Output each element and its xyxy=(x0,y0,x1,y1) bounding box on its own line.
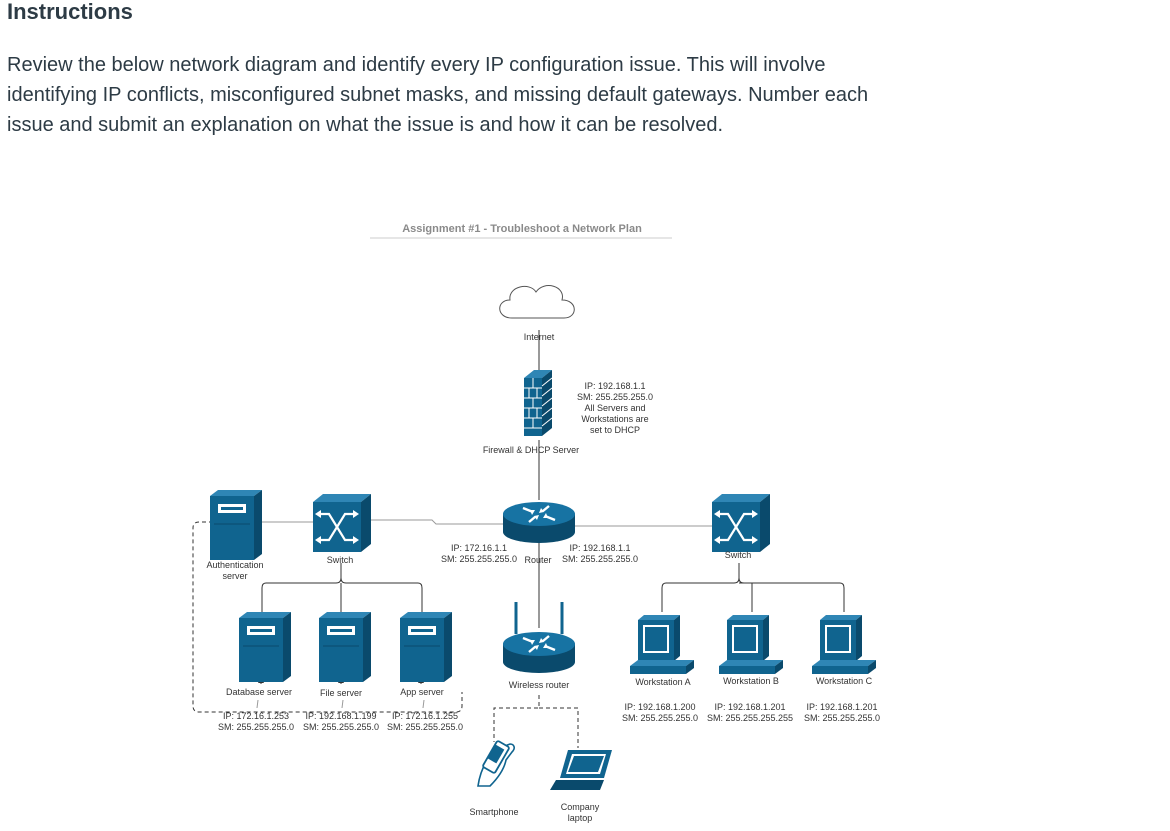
workstation-c-label: Workstation C xyxy=(816,676,873,686)
app-server-ip: IP: 172.16.1.255 xyxy=(392,711,458,721)
firewall-icon xyxy=(524,370,553,436)
wireless-router-label: Wireless router xyxy=(509,680,570,690)
svg-text:SM: 255.255.255.0: SM: 255.255.255.0 xyxy=(577,392,653,402)
diagram-title: Assignment #1 - Troubleshoot a Network P… xyxy=(402,223,642,235)
database-server-icon xyxy=(238,611,292,683)
router-right-ip: IP: 192.168.1.1 xyxy=(569,543,630,553)
firewall-note: IP: 192.168.1.1 SM: 255.255.255.0 All Se… xyxy=(577,381,653,435)
workstation-b-sm: SM: 255.255.255.255 xyxy=(707,713,793,723)
file-server-sm: SM: 255.255.255.0 xyxy=(303,722,379,732)
workstation-c-ip: IP: 192.168.1.201 xyxy=(806,702,877,712)
smartphone-label: Smartphone xyxy=(469,807,518,817)
app-server-icon xyxy=(399,611,453,683)
workstation-c-icon xyxy=(812,615,876,674)
app-server-label: App server xyxy=(400,687,444,697)
router-label: Router xyxy=(524,555,551,565)
firewall-label: Firewall & DHCP Server xyxy=(483,445,579,455)
instructions-line-2: identifying IP conflicts, misconfigured … xyxy=(7,84,869,106)
cloud-icon xyxy=(499,285,575,319)
file-server-ip: IP: 192.168.1.199 xyxy=(305,711,376,721)
internet-label: Internet xyxy=(524,332,555,342)
svg-text:All Servers and: All Servers and xyxy=(584,403,645,413)
router-left-sm: SM: 255.255.255.0 xyxy=(441,554,517,564)
smartphone-icon xyxy=(477,740,515,787)
database-server-label: Database server xyxy=(226,687,292,697)
file-server-label: File server xyxy=(320,688,362,698)
router-right-sm: SM: 255.255.255.0 xyxy=(562,554,638,564)
app-server-sm: SM: 255.255.255.0 xyxy=(387,722,463,732)
workstation-b-label: Workstation B xyxy=(723,676,779,686)
connections xyxy=(192,330,845,748)
instructions-line-1: Review the below network diagram and ide… xyxy=(7,54,826,76)
instructions-heading: Instructions xyxy=(7,0,133,24)
workstation-b-icon xyxy=(719,615,783,674)
router-left-ip: IP: 172.16.1.1 xyxy=(451,543,507,553)
switch-right-icon xyxy=(710,492,772,554)
switch-left-label: Switch xyxy=(327,555,354,565)
switch-left-icon xyxy=(311,492,373,554)
svg-text:set to DHCP: set to DHCP xyxy=(590,425,640,435)
instructions-line-3: issue and submit an explanation on what … xyxy=(7,114,723,136)
database-server-sm: SM: 255.255.255.0 xyxy=(218,722,294,732)
laptop-label-2: laptop xyxy=(568,813,593,823)
workstation-a-sm: SM: 255.255.255.0 xyxy=(622,713,698,723)
database-server-ip: IP: 172.16.1.253 xyxy=(223,711,289,721)
wireless-router-icon xyxy=(501,602,577,675)
workstation-b-ip: IP: 192.168.1.201 xyxy=(714,702,785,712)
workstation-a-ip: IP: 192.168.1.200 xyxy=(624,702,695,712)
router-icon xyxy=(501,500,577,545)
workstation-a-label: Workstation A xyxy=(635,677,690,687)
auth-server-label-2: server xyxy=(222,571,247,581)
file-server-icon xyxy=(318,611,372,683)
workstation-c-sm: SM: 255.255.255.0 xyxy=(804,713,880,723)
switch-right-label: Switch xyxy=(725,550,752,560)
svg-text:Workstations are: Workstations are xyxy=(581,414,648,424)
laptop-icon xyxy=(550,750,612,790)
svg-text:IP: 192.168.1.1: IP: 192.168.1.1 xyxy=(584,381,645,391)
auth-server-icon xyxy=(209,489,263,561)
laptop-label-1: Company xyxy=(561,802,600,812)
workstation-a-icon xyxy=(630,615,694,674)
auth-server-label-1: Authentication xyxy=(206,560,263,570)
instructions-text: Review the below network diagram and ide… xyxy=(7,50,1007,140)
